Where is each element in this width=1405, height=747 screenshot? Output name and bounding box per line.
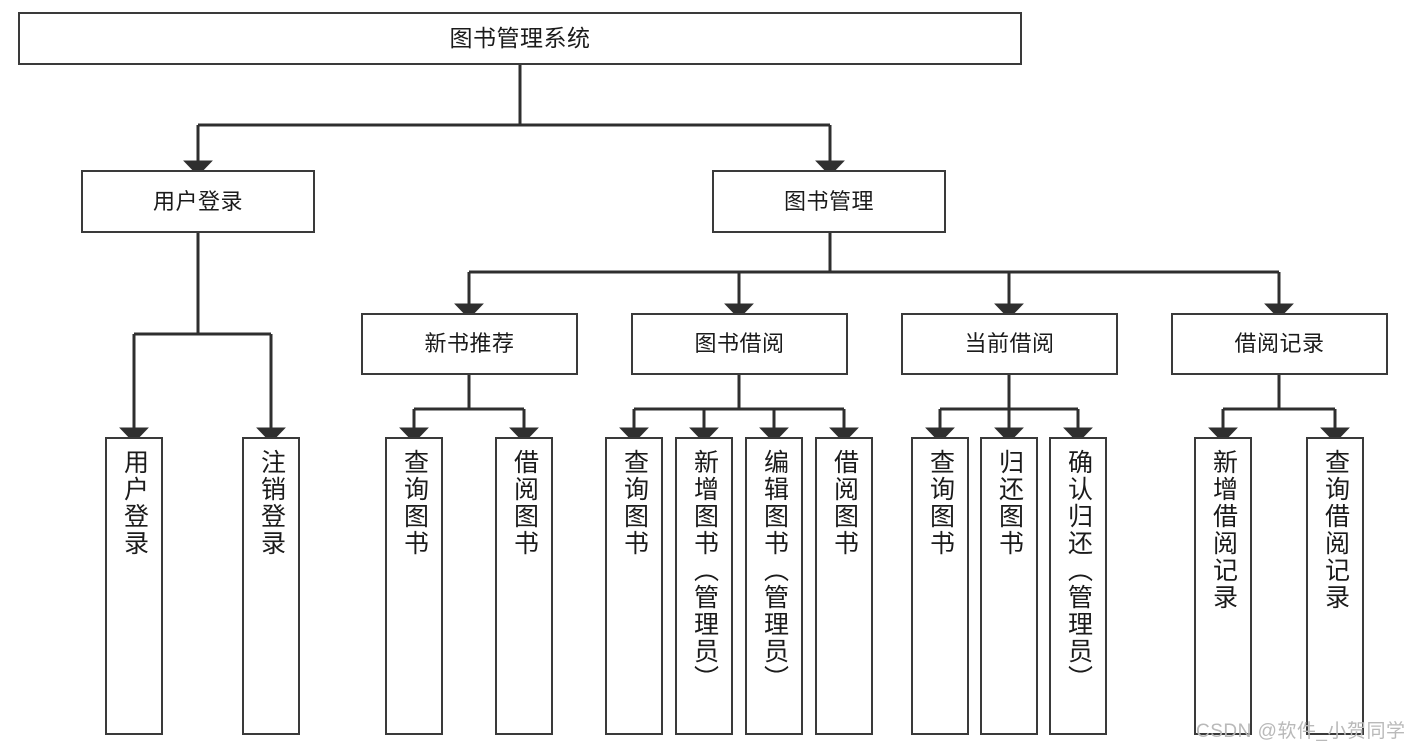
node-leaf-confirm-return[interactable]: 确认归还（管理员） <box>1049 437 1107 735</box>
node-book-borrow[interactable]: 图书借阅 <box>631 313 848 375</box>
node-label: 确认归还（管理员） <box>1064 449 1093 692</box>
node-user-login[interactable]: 用户登录 <box>81 170 315 233</box>
node-leaf-add-book[interactable]: 新增图书（管理员） <box>675 437 733 735</box>
node-label: 查询图书 <box>926 449 955 557</box>
node-current-borrow[interactable]: 当前借阅 <box>901 313 1118 375</box>
node-label: 查询图书 <box>400 449 429 557</box>
node-label: 查询图书 <box>620 449 649 557</box>
node-label: 新书推荐 <box>424 331 515 357</box>
node-leaf-borrow-book-2[interactable]: 借阅图书 <box>815 437 873 735</box>
node-leaf-query-record[interactable]: 查询借阅记录 <box>1306 437 1364 735</box>
node-leaf-add-record[interactable]: 新增借阅记录 <box>1194 437 1252 735</box>
csdn-watermark: CSDN @软件_小贺同学 <box>1196 721 1405 742</box>
node-label: 新增借阅记录 <box>1209 449 1238 611</box>
node-label: 新增图书（管理员） <box>690 449 719 692</box>
node-label: 用户登录 <box>152 188 243 214</box>
node-leaf-borrow-book-1[interactable]: 借阅图书 <box>495 437 553 735</box>
node-label: 归还图书 <box>995 449 1024 557</box>
node-leaf-query-book-2[interactable]: 查询图书 <box>605 437 663 735</box>
node-root-system[interactable]: 图书管理系统 <box>18 12 1022 65</box>
node-label: 图书管理系统 <box>449 25 591 52</box>
node-label: 查询借阅记录 <box>1321 449 1350 611</box>
node-leaf-query-book-3[interactable]: 查询图书 <box>911 437 969 735</box>
node-label: 图书借阅 <box>694 331 785 357</box>
node-label: 编辑图书（管理员） <box>760 449 789 692</box>
node-label: 注销登录 <box>257 449 286 557</box>
node-leaf-user-login[interactable]: 用户登录 <box>105 437 163 735</box>
node-leaf-edit-book[interactable]: 编辑图书（管理员） <box>745 437 803 735</box>
node-new-book-recommend[interactable]: 新书推荐 <box>361 313 578 375</box>
node-label: 用户登录 <box>120 449 149 557</box>
node-book-manage[interactable]: 图书管理 <box>712 170 946 233</box>
node-label: 图书管理 <box>783 188 874 214</box>
node-label: 当前借阅 <box>964 331 1055 357</box>
node-label: 借阅图书 <box>510 449 539 557</box>
node-borrow-record[interactable]: 借阅记录 <box>1171 313 1388 375</box>
node-leaf-query-book-1[interactable]: 查询图书 <box>385 437 443 735</box>
node-label: 借阅图书 <box>830 449 859 557</box>
node-leaf-return-book[interactable]: 归还图书 <box>980 437 1038 735</box>
node-leaf-logout[interactable]: 注销登录 <box>242 437 300 735</box>
node-label: 借阅记录 <box>1234 331 1325 357</box>
